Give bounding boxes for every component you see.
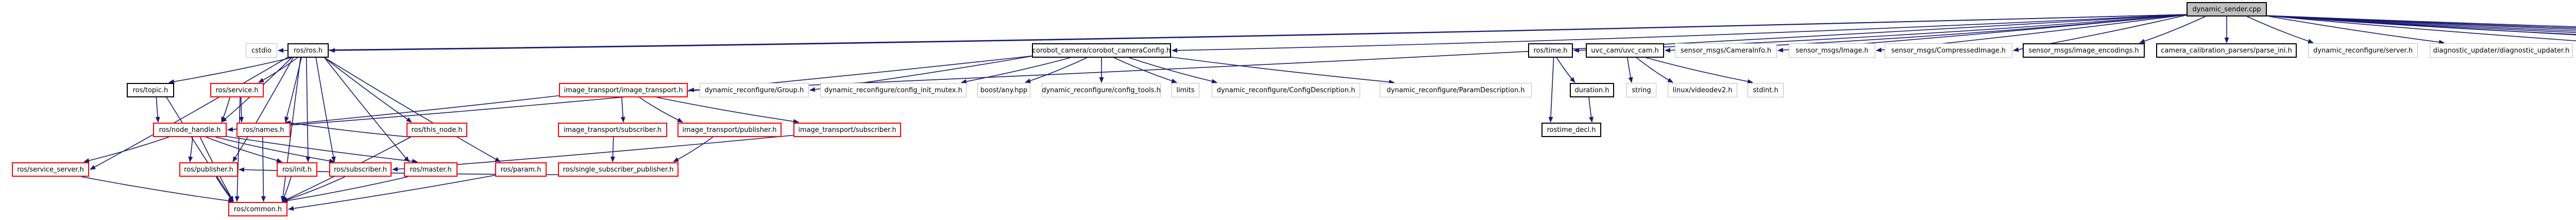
edge-root-to-control	[2263, 15, 2576, 30]
graph-node-stdint: stdint.h	[1748, 83, 1784, 97]
edge-topic-to-common	[166, 97, 234, 202]
edge-service-to-nodehandle	[221, 97, 231, 123]
graph-node-uvccam[interactable]: uvc_cam/uvc_cam.h	[1586, 43, 1664, 58]
edge-time-to-rostimedecl	[1548, 57, 1554, 123]
graph-node-nodehandle[interactable]: ros/node_handle.h	[153, 123, 227, 137]
graph-node-thisnode[interactable]: ros/this_node.h	[406, 123, 467, 137]
graph-node-rosros[interactable]: ros/ros.h	[287, 43, 329, 58]
edge-service-to-names	[239, 97, 244, 123]
graph-node-videodev: linux/videodev2.h	[1668, 83, 1737, 97]
edge-root-to-camconfig	[1172, 14, 2190, 53]
edge-root-to-state	[2263, 15, 2576, 27]
graph-node-compimage: sensor_msgs/CompressedImage.h	[1885, 43, 2012, 58]
edge-nodehandle-to-master	[223, 136, 418, 164]
graph-node-mutex: dynamic_reconfigure/config_init_mutex.h	[820, 83, 967, 97]
edge-camconfig-to-paramdesc	[1167, 56, 1395, 84]
graph-node-encodings[interactable]: sensor_msgs/image_encodings.h	[2023, 43, 2145, 58]
graph-node-camconfig[interactable]: corobot_camera/corobot_cameraConfig.h	[1032, 43, 1171, 58]
edge-root-to-setcontrol	[2263, 15, 2576, 31]
graph-node-ssp[interactable]: ros/single_subscriber_publisher.h	[558, 162, 679, 177]
graph-node-boostany: boost/any.hpp	[977, 83, 1030, 97]
edge-master-to-common	[282, 176, 409, 203]
graph-node-parseini[interactable]: camera_calibration_parsers/parse_ini.h	[2156, 43, 2297, 58]
graph-node-root: dynamic_sender.cpp	[2187, 2, 2267, 16]
edge-rosros-to-param	[324, 57, 501, 162]
graph-node-servsrv[interactable]: ros/service_server.h	[12, 162, 89, 177]
edge-nodehandle-to-servsrv	[83, 137, 170, 163]
graph-node-caminfo: sensor_msgs/CameraInfo.h	[1675, 43, 1777, 58]
graph-node-rostimedecl[interactable]: rostime_decl.h	[1541, 123, 1601, 137]
edge-nodehandle-to-publisher	[188, 137, 193, 162]
edge-camconfig-to-configdesc	[1129, 57, 1217, 84]
graph-node-names[interactable]: ros/names.h	[236, 123, 291, 137]
edge-imgtrans-to-itsub2	[657, 97, 799, 124]
edge-time-to-duration	[1556, 57, 1575, 83]
edge-root-to-encodings	[2139, 16, 2206, 44]
edge-rosros-to-service	[258, 57, 298, 83]
graph-node-itsub2[interactable]: image_transport/subscriber.h	[793, 123, 901, 137]
graph-node-param[interactable]: ros/param.h	[495, 162, 547, 177]
edge-imgtrans-to-itsub1	[620, 97, 625, 123]
edge-rosros-to-master	[324, 57, 410, 162]
edge-duration-to-rostimedecl	[1588, 97, 1594, 123]
edge-servsrv-to-common	[81, 176, 234, 204]
graph-node-time[interactable]: ros/time.h	[1528, 43, 1573, 58]
graph-node-paramdesc: dynamic_reconfigure/ParamDescription.h	[1380, 83, 1532, 97]
graph-node-publisher[interactable]: ros/publisher.h	[179, 162, 238, 177]
edge-names-to-common	[261, 137, 266, 202]
graph-node-common[interactable]: ros/common.h	[228, 202, 287, 216]
edge-rosros-to-common	[280, 57, 301, 202]
graph-node-cstdio: cstdio	[246, 43, 277, 58]
graph-node-subscriber[interactable]: ros/subscriber.h	[329, 162, 392, 177]
edge-rosros-to-topic	[168, 57, 292, 84]
graph-node-duration[interactable]: duration.h	[1570, 83, 1614, 97]
edge-root-to-imgtrans	[688, 14, 2190, 93]
edge-itpub-to-ssp	[673, 137, 714, 162]
graph-node-init[interactable]: ros/init.h	[277, 162, 317, 177]
graph-node-configdesc: dynamic_reconfigure/ConfigDescription.h	[1212, 83, 1360, 97]
edge-camconfig-to-boostany	[1025, 57, 1087, 83]
edge-root-to-drserver	[2247, 16, 2314, 44]
edge-nodehandle-to-subscriber	[215, 137, 335, 163]
edge-itsub1-to-ssp	[610, 137, 615, 162]
edge-camconfig-to-mutex	[961, 57, 1071, 84]
edge-camconfig-to-limits	[1114, 57, 1177, 83]
edge-subscriber-to-common	[282, 176, 345, 202]
graph-node-itpub[interactable]: image_transport/publisher.h	[677, 123, 782, 137]
edge-root-to-stdstring	[2263, 15, 2576, 33]
edge-nodehandle-to-init	[206, 137, 282, 163]
edge-uvccam-to-videodev	[1636, 57, 1673, 83]
graph-node-string: string	[1626, 83, 1656, 97]
graph-node-simage: sensor_msgs/Image.h	[1789, 43, 1875, 58]
edge-root-to-diagupd	[2263, 15, 2445, 45]
graph-node-master[interactable]: ros/master.h	[404, 162, 457, 177]
edge-imgtrans-to-itpub	[639, 97, 683, 123]
graph-node-configtools: dynamic_reconfigure/config_tools.h	[1042, 83, 1161, 97]
edge-root-to-rosros	[329, 14, 2190, 53]
graph-node-group: dynamic_reconfigure/Group.h	[700, 83, 809, 97]
edge-topic-to-nodehandle	[155, 97, 160, 123]
graph-node-topic[interactable]: ros/topic.h	[127, 83, 174, 97]
edge-root-to-diagpub	[2263, 15, 2576, 42]
edge-uvccam-to-string	[1627, 57, 1633, 83]
edge-service-to-common	[234, 97, 241, 202]
graph-node-imgtrans[interactable]: image_transport/image_transport.h	[559, 83, 688, 97]
edge-uvccam-to-stdint	[1646, 57, 1753, 84]
edge-root-to-highgui	[2263, 15, 2576, 35]
graph-node-limits: limits	[1172, 83, 1199, 97]
edge-param-to-common	[288, 174, 499, 211]
edge-rosros-to-init	[306, 57, 311, 162]
edge-rosros-to-subscriber	[315, 57, 336, 162]
edge-rosros-to-thisnode	[324, 57, 412, 123]
graph-node-service[interactable]: ros/service.h	[210, 83, 264, 97]
graph-node-drserver: dynamic_reconfigure/server.h	[2308, 43, 2418, 58]
edge-root-to-time	[1573, 14, 2190, 53]
edge-root-to-videomode	[2263, 15, 2576, 29]
edge-rosros-to-servsrv	[90, 55, 291, 170]
graph-node-diagupd: diagnostic_updater/diagnostic_updater.h	[2430, 43, 2573, 58]
graph-node-itsub1[interactable]: image_transport/subscriber.h	[558, 123, 667, 137]
